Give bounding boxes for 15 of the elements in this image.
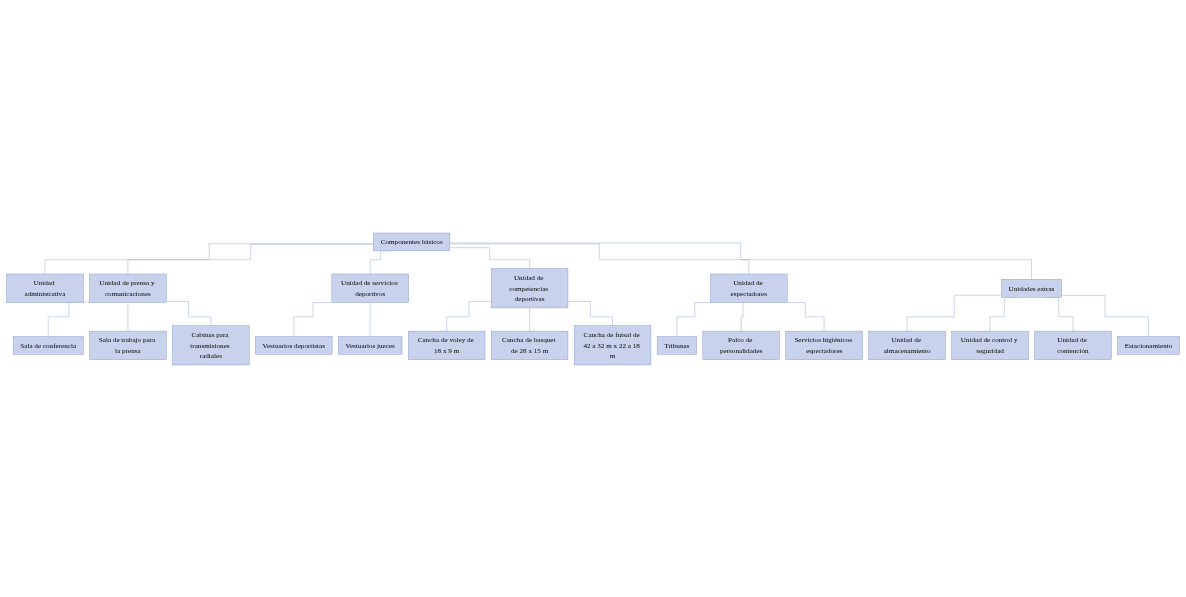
connector xyxy=(370,301,371,337)
connector xyxy=(906,294,1002,331)
connector xyxy=(44,243,374,274)
connector xyxy=(446,300,492,331)
connector xyxy=(449,246,530,269)
connector xyxy=(740,301,746,331)
connector xyxy=(127,243,374,274)
connector xyxy=(449,243,750,274)
connector xyxy=(166,300,212,326)
connector xyxy=(567,300,613,326)
connector xyxy=(449,242,1032,280)
connector xyxy=(529,307,530,331)
connector xyxy=(786,301,825,331)
connector xyxy=(1061,294,1149,337)
connector xyxy=(293,301,333,337)
